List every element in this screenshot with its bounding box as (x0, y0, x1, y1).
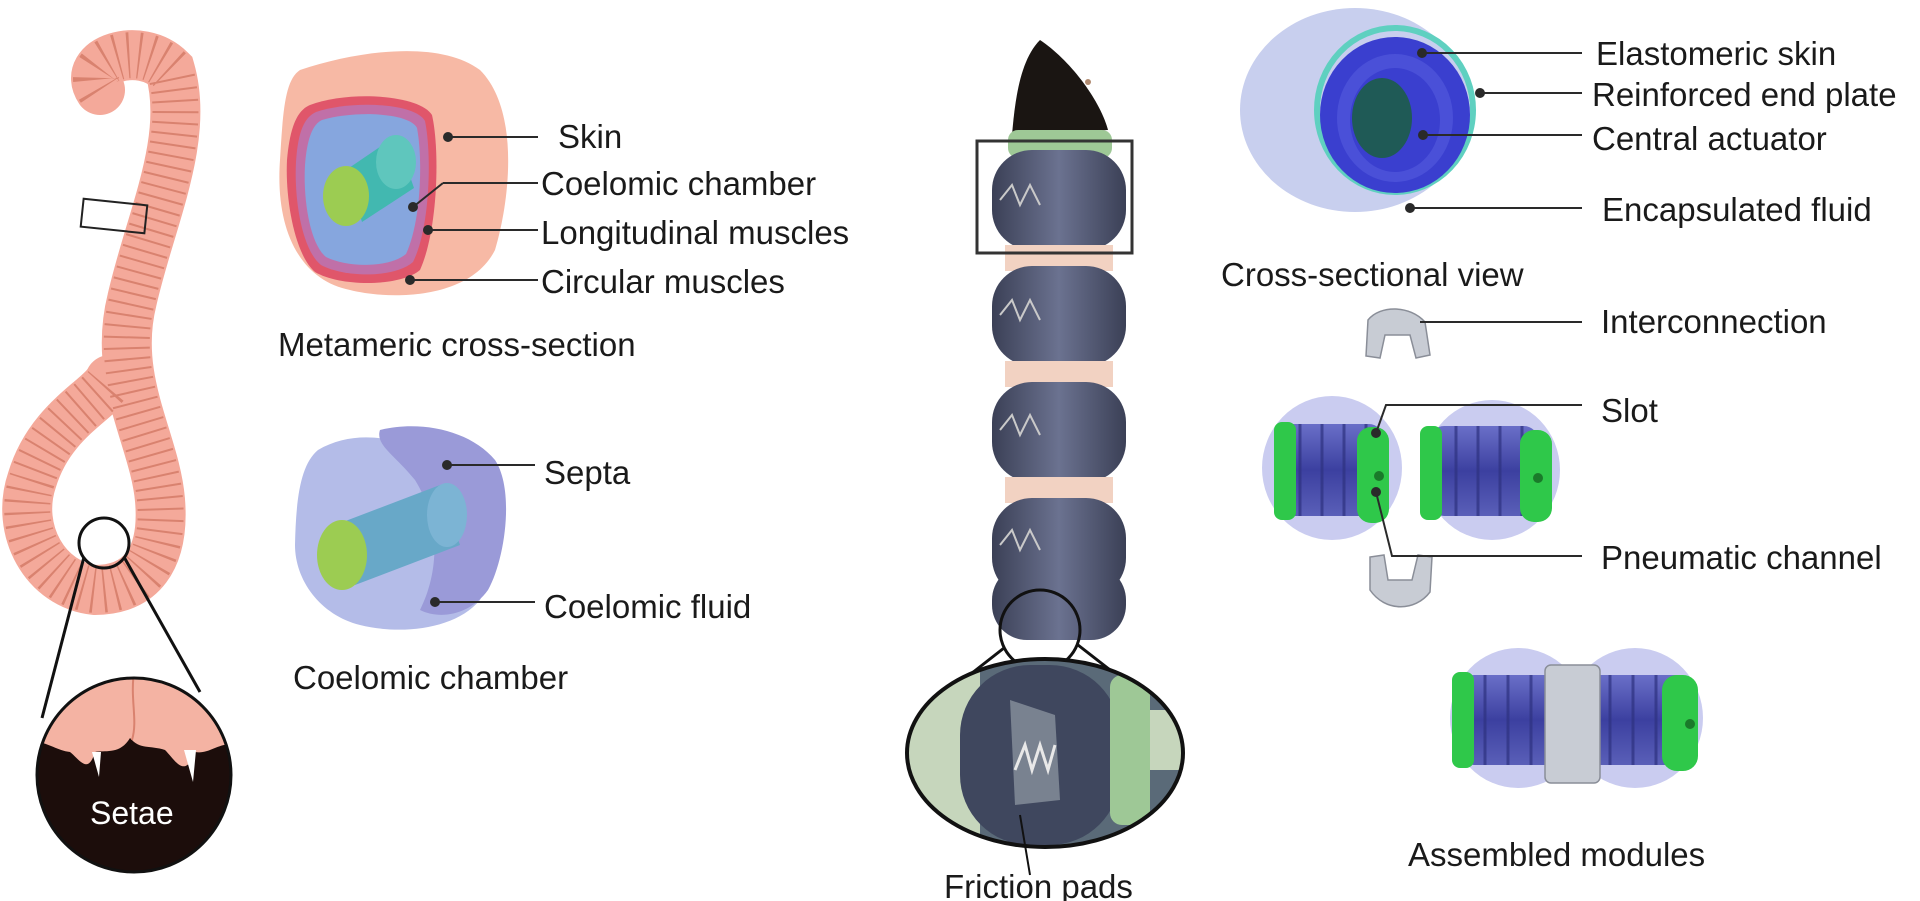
metameric-cross-section (279, 51, 538, 296)
longitudinal-muscles-label: Longitudinal muscles (541, 214, 850, 251)
encapsulated-fluid-label: Encapsulated fluid (1602, 191, 1872, 228)
coelomic-chamber-label: Coelomic chamber (541, 165, 817, 202)
module-assembly (1262, 308, 1703, 788)
coelomic-chamber-title: Coelomic chamber (293, 659, 569, 696)
gut-face (323, 166, 369, 226)
setae-magnifier (77, 516, 131, 570)
worm-body (2, 30, 201, 616)
earthworm (2, 30, 202, 719)
assembled-modules-title: Assembled modules (1408, 836, 1706, 873)
actuator-core (1352, 78, 1412, 158)
skin-label: Skin (558, 118, 623, 155)
pneumatic-channel-label: Pneumatic channel (1601, 539, 1882, 576)
interconnection-label: Interconnection (1601, 303, 1827, 340)
friction-pads-label: Friction pads (944, 868, 1133, 901)
robot-tip (1012, 40, 1108, 135)
module-right (1420, 400, 1560, 540)
soft-robot (905, 40, 1185, 876)
robot-module-stack (992, 150, 1126, 640)
interconnection-clip-bottom (1369, 554, 1433, 608)
module-highlight-box (975, 139, 1134, 255)
elastomeric-skin-label: Elastomeric skin (1596, 35, 1837, 72)
setae-zoom (35, 676, 233, 874)
coelomic-chamber-diagram (295, 426, 535, 630)
cross-sectional-view-title: Cross-sectional view (1221, 256, 1524, 293)
metameric-title: Metameric cross-section (278, 326, 636, 363)
segment-highlight-box (79, 197, 149, 235)
module-left (1262, 396, 1402, 540)
coelomic-fluid-label: Coelomic fluid (544, 588, 752, 625)
friction-pad-zoom (905, 657, 1185, 849)
interconnection-clip-top (1365, 308, 1431, 359)
assembled-modules (1450, 648, 1703, 788)
chamber-gut-face (317, 520, 367, 590)
reinforced-end-plate-label: Reinforced end plate (1592, 76, 1897, 113)
septa-label: Septa (544, 454, 631, 491)
central-actuator-label: Central actuator (1592, 120, 1827, 157)
slot-label: Slot (1601, 392, 1658, 429)
module-cross-section (1240, 8, 1582, 213)
setae-label: Setae (90, 795, 174, 831)
circular-muscles-label: Circular muscles (541, 263, 785, 300)
